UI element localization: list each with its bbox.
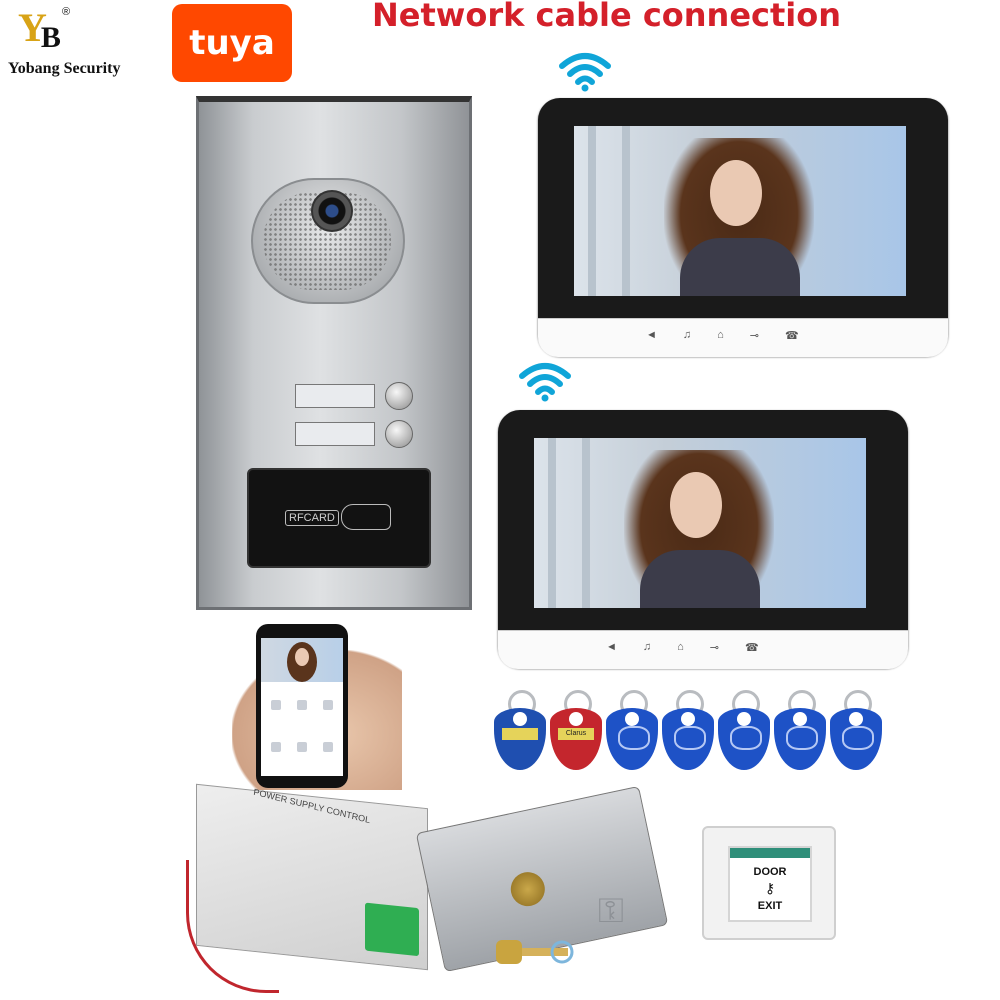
monitor-button-bar: ◄ ♫ ⌂ ⊸ ☎ — [498, 630, 908, 669]
keys-icon: ⚿ — [598, 892, 624, 930]
rfid-tag — [718, 690, 770, 770]
monitor-button-bar: ◄ ♫ ⌂ ⊸ ☎ — [538, 318, 948, 357]
power-supply-unit: POWER SUPPLY CONTROL — [196, 783, 428, 971]
exit-button-line2: EXIT — [757, 900, 783, 912]
headline: Network cable connection — [372, 0, 842, 34]
phone-video-feed — [261, 638, 343, 682]
rfid-tag — [774, 690, 826, 770]
rfid-tag — [662, 690, 714, 770]
registered-mark: ® — [62, 6, 71, 18]
lock-cylinder-part — [496, 940, 574, 964]
ring-tone-button[interactable]: ♫ — [642, 641, 652, 653]
unlock-button[interactable]: ⊸ — [749, 330, 760, 342]
psu-title: POWER SUPPLY CONTROL — [252, 786, 371, 826]
app-icon[interactable] — [323, 700, 333, 710]
monitor-screen — [534, 438, 866, 608]
brand-name: Yobang Security — [8, 60, 121, 77]
app-icon[interactable] — [271, 742, 281, 752]
app-icon[interactable] — [297, 700, 307, 710]
wifi-icon — [559, 53, 611, 92]
camera-lens-icon — [311, 190, 353, 232]
nameplate-1 — [295, 384, 375, 408]
key-icon: ⚷ — [764, 880, 776, 896]
volume-button[interactable]: ◄ — [606, 641, 617, 653]
talk-button[interactable]: ☎ — [785, 330, 799, 342]
rfid-tag: Clarus — [550, 690, 602, 770]
tag-label — [502, 728, 538, 740]
wifi-icon — [519, 363, 571, 402]
call-button-1[interactable] — [385, 382, 413, 410]
exit-button-line1: DOOR — [753, 866, 787, 878]
rfid-tag — [606, 690, 658, 770]
monitor-button[interactable]: ⌂ — [677, 641, 684, 653]
unlock-button[interactable]: ⊸ — [709, 642, 720, 654]
indoor-monitor-2: ◄ ♫ ⌂ ⊸ ☎ — [498, 410, 908, 669]
phone-app-screen — [261, 638, 343, 776]
brand-mark: YB — [18, 5, 61, 54]
monitor-button[interactable]: ⌂ — [717, 329, 724, 341]
brand-logo: YB ® Yobang Security — [8, 4, 138, 82]
door-exit-button[interactable]: DOOR ⚷ EXIT — [702, 826, 836, 940]
door-station: RFCARD — [196, 96, 472, 610]
talk-button[interactable]: ☎ — [745, 642, 759, 654]
nameplate-2 — [295, 422, 375, 446]
ring-tone-button[interactable]: ♫ — [682, 329, 692, 341]
smartphone — [256, 624, 348, 788]
card-hand-icon — [341, 504, 391, 530]
tuya-logo: tuya — [172, 4, 292, 82]
app-icon[interactable] — [271, 700, 281, 710]
rfid-reader[interactable]: RFCARD — [247, 468, 431, 568]
rfid-tag — [830, 690, 882, 770]
call-button-2[interactable] — [385, 420, 413, 448]
tag-label: Clarus — [558, 728, 594, 740]
rfid-tag — [494, 690, 546, 770]
monitor-screen — [574, 126, 906, 296]
camera-plate — [251, 178, 405, 304]
rfid-label: RFCARD — [285, 510, 339, 526]
lock-cylinder-icon — [507, 869, 548, 910]
app-icon[interactable] — [323, 742, 333, 752]
app-icon[interactable] — [297, 742, 307, 752]
terminal-block — [365, 902, 419, 957]
volume-button[interactable]: ◄ — [646, 329, 657, 341]
indoor-monitor-1: ◄ ♫ ⌂ ⊸ ☎ — [538, 98, 948, 357]
